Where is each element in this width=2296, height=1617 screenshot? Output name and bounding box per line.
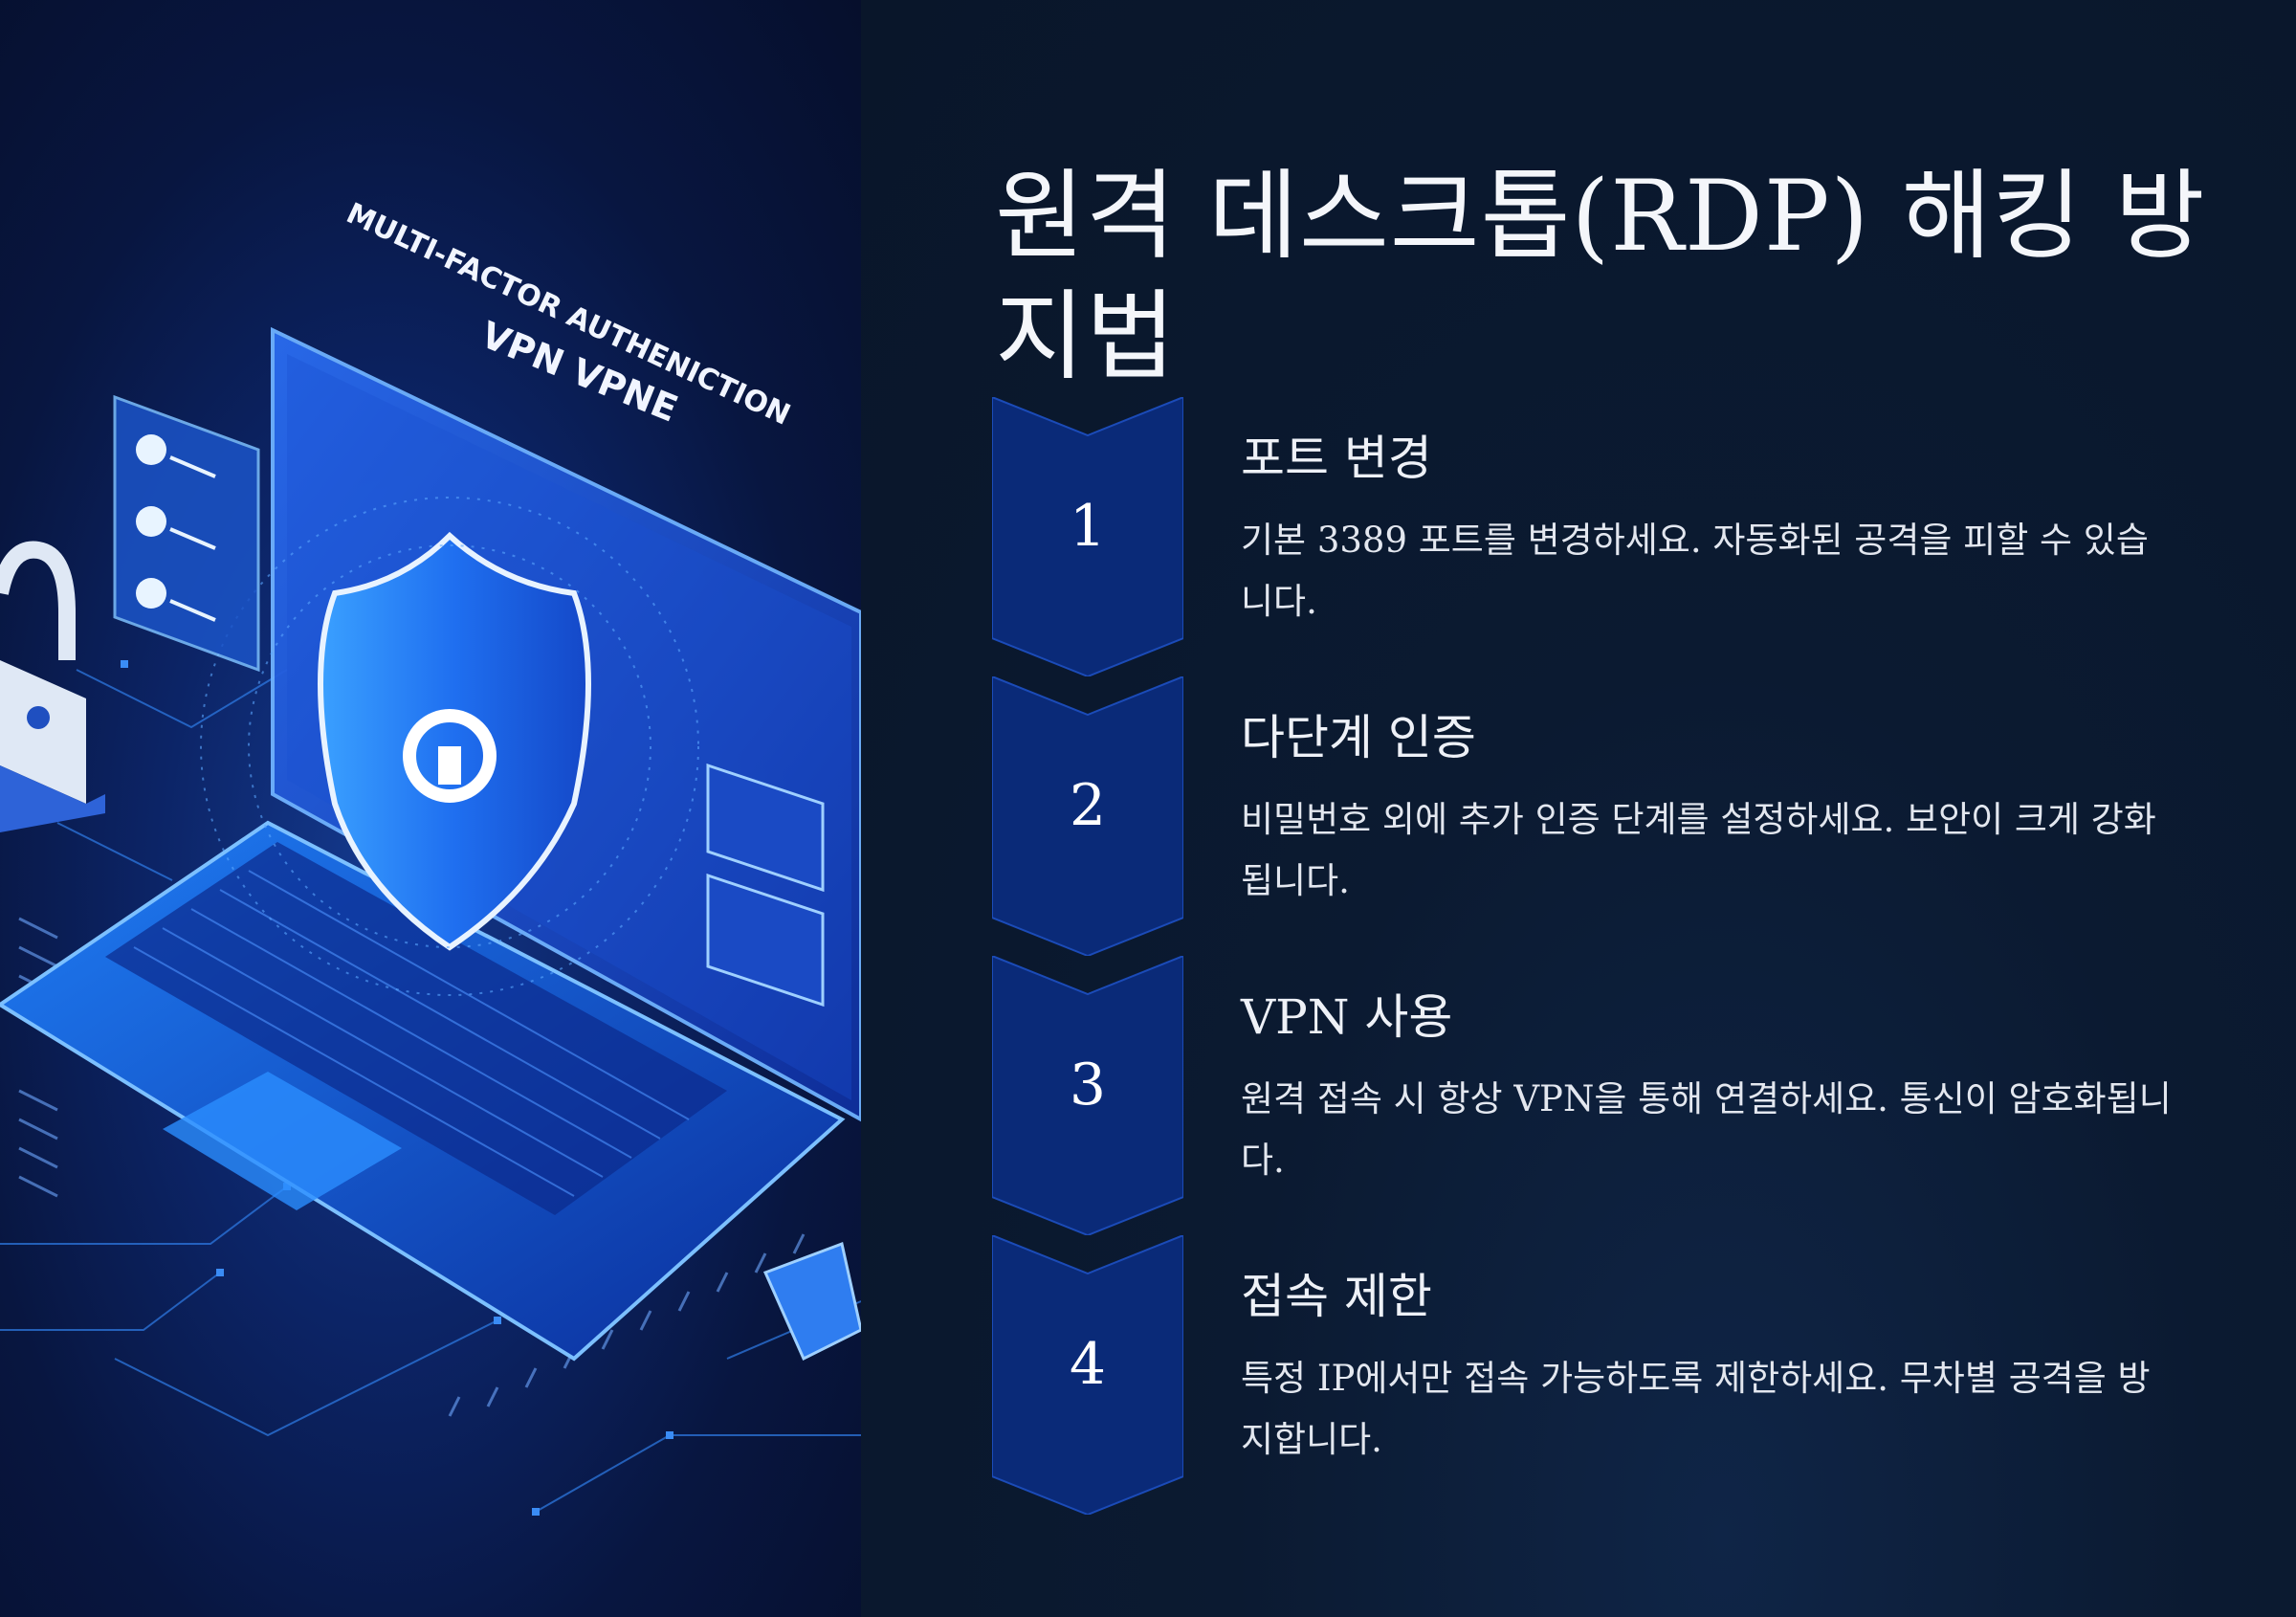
step-item: 3 VPN 사용 원격 접속 시 항상 VPN을 통해 연결하세요. 통신이 암… (992, 956, 2236, 1235)
laptop-shield-graphic: MULTI-FACTOR AUTHENICTION VPN VPNE (0, 197, 861, 1516)
step-number: 4 (1069, 1331, 1107, 1398)
chevron-shape (992, 956, 1183, 1235)
step-description: 기본 3389 포트를 변경하세요. 자동화된 공격을 피할 수 있습니다. (1241, 520, 2149, 622)
step-title: 접속 제한 (1241, 1269, 1432, 1324)
step-description: 비밀번호 외에 추가 인증 단계를 설정하세요. 보안이 크게 강화됩니다. (1241, 799, 2156, 901)
page-title: 원격 데스크톱(RDP) 해킹 방지법 (995, 160, 2206, 395)
content-panel: 원격 데스크톱(RDP) 해킹 방지법 1 포트 변경 기본 3389 포트를 … (861, 0, 2296, 1617)
step-item: 1 포트 변경 기본 3389 포트를 변경하세요. 자동화된 공격을 피할 수… (992, 397, 2236, 676)
step-item: 4 접속 제한 특정 IP에서만 접속 가능하도록 제한하세요. 무차별 공격을… (992, 1235, 2236, 1515)
step-description: 원격 접속 시 항상 VPN을 통해 연결하세요. 통신이 암호화됩니다. (1241, 1078, 2172, 1181)
step-title: 다단계 인증 (1241, 710, 1476, 765)
step-number: 1 (1069, 493, 1107, 560)
lock-icon (403, 709, 497, 803)
step-title: VPN 사용 (1241, 989, 1453, 1045)
security-illustration: MULTI-FACTOR AUTHENICTION VPN VPNE (0, 0, 861, 1617)
step-title: 포트 변경 (1241, 431, 1432, 486)
step-description: 특정 IP에서만 접속 가능하도록 제한하세요. 무차별 공격을 방지합니다. (1241, 1358, 2151, 1460)
chevron-shape (992, 397, 1183, 676)
step-number: 2 (1069, 772, 1107, 839)
step-item: 2 다단계 인증 비밀번호 외에 추가 인증 단계를 설정하세요. 보안이 크게… (992, 676, 2236, 956)
settings-panel (113, 394, 260, 673)
chevron-shape (992, 676, 1183, 956)
chevron-shape (992, 1235, 1183, 1515)
step-number: 3 (1069, 1052, 1107, 1119)
padlock-icon (0, 541, 105, 832)
